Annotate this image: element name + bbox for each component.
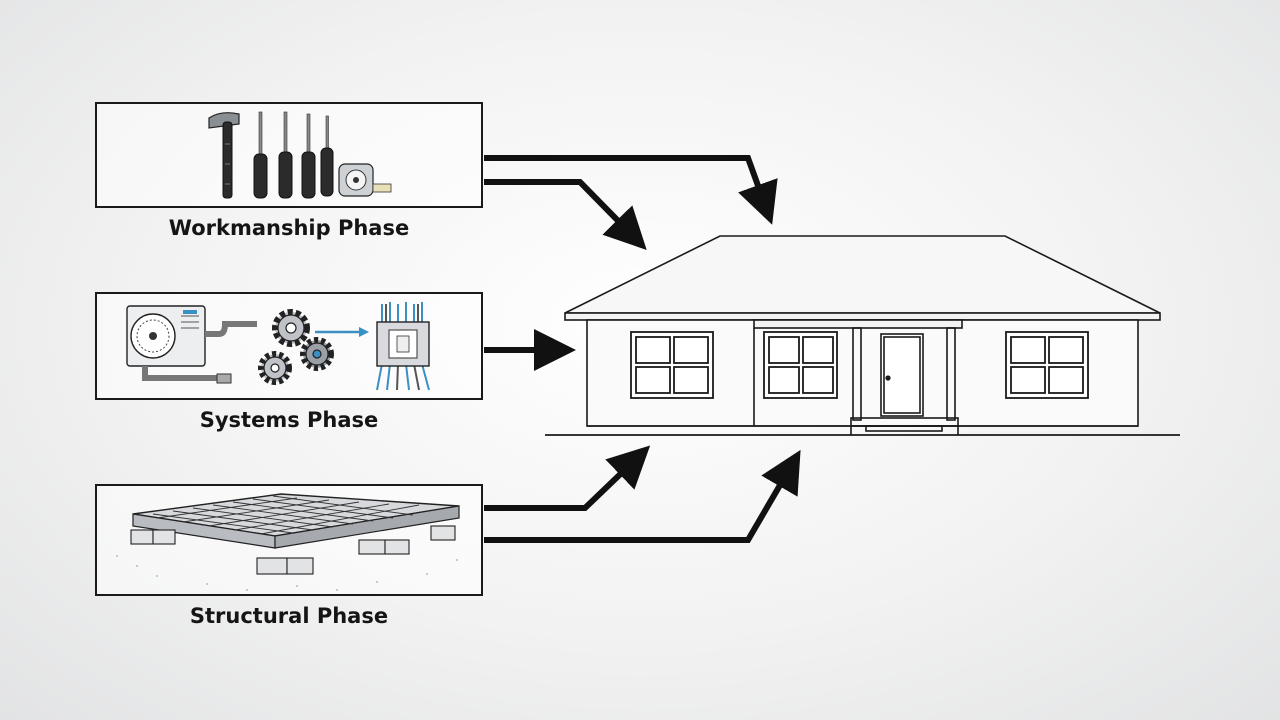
arrow-structural-house-left: [484, 445, 651, 511]
structural-panel: [95, 484, 483, 596]
foundation-icon: [116, 493, 460, 591]
house-window: [1005, 331, 1089, 399]
screwdriver-icon: [320, 115, 334, 197]
screwdriver-icon: [301, 113, 316, 199]
hammer-icon: [208, 112, 240, 199]
gear-icon: [258, 351, 292, 385]
arrow-structural-house-right: [484, 449, 801, 543]
screwdriver-icon: [278, 111, 293, 199]
workmanship-panel: [95, 102, 483, 208]
gear-icon: [300, 337, 334, 371]
house-window: [763, 331, 838, 399]
screwdriver-icon: [253, 111, 268, 199]
gear-icon: [272, 309, 310, 347]
tools-icon: [208, 111, 392, 199]
tape-measure-icon: [338, 163, 392, 197]
structural-phase-label: Structural Phase: [189, 604, 389, 628]
systems-phase-label: Systems Phase: [199, 408, 379, 432]
house-icon: [545, 235, 1180, 436]
workmanship-phase-label: Workmanship Phase: [168, 216, 410, 240]
electrical-panel-icon: [376, 302, 430, 391]
hvac-systems-icon: [126, 302, 430, 391]
house-window: [630, 331, 714, 399]
ac-unit-icon: [126, 305, 206, 367]
arrow-workmanship-roof-right: [484, 155, 778, 225]
arrow-workmanship-roof-left: [484, 179, 647, 250]
systems-panel: [95, 292, 483, 400]
